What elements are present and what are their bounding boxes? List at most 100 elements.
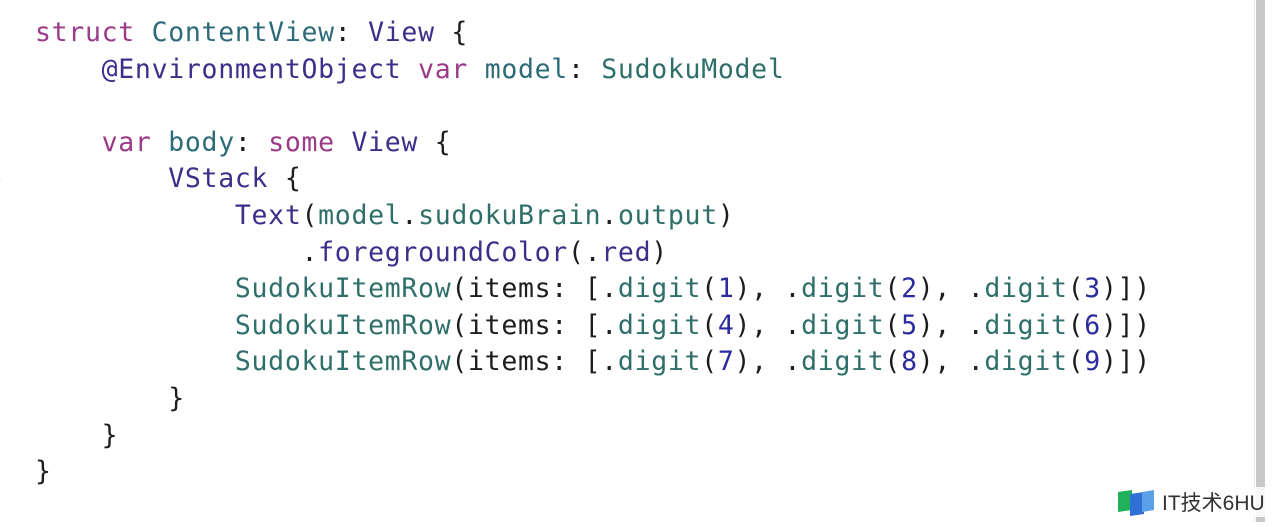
code-text: SudokuItemRow(items: [.digit(7), .digit(… [35, 344, 1151, 381]
code-token [335, 127, 352, 158]
line-number: 2 [0, 88, 8, 125]
code-token: @EnvironmentObject [101, 53, 402, 85]
code-token: 5 [901, 309, 918, 341]
code-token: (items: [. [451, 309, 618, 341]
code-token: ( [884, 309, 902, 341]
code-token: ), . [917, 309, 985, 341]
code-token [35, 346, 235, 377]
code-token: 2 [901, 273, 918, 305]
code-text: @EnvironmentObject var model: SudokuMode… [35, 52, 784, 89]
code-token: ( [1067, 273, 1085, 305]
code-text: struct ContentView: View { [35, 15, 468, 52]
code-token: : [334, 17, 369, 48]
code-token: digit [617, 309, 702, 341]
code-token: } [35, 382, 185, 414]
code-text: .foregroundColor(.red) [35, 235, 668, 272]
code-token: { [418, 126, 452, 158]
code-token: ( [1067, 309, 1085, 341]
code-token: . [401, 199, 419, 231]
code-token: body [168, 126, 235, 158]
line-number: 4 [0, 161, 8, 198]
code-token: )]) [1100, 273, 1151, 305]
code-token: digit [801, 346, 885, 378]
code-token: )]) [1100, 309, 1151, 341]
code-token: : [567, 53, 602, 85]
code-token [401, 54, 418, 85]
code-token: ( [701, 273, 718, 305]
code-token: : [234, 126, 269, 158]
code-token: )]) [1100, 346, 1151, 378]
code-token: . [301, 236, 319, 268]
scrollbar-track [1254, 0, 1255, 522]
code-text: } [35, 418, 118, 455]
line-number: 3 [0, 125, 8, 162]
code-token: digit [801, 309, 885, 341]
code-token: Text [234, 199, 302, 231]
code-token [152, 127, 169, 158]
code-token: ( [884, 346, 902, 378]
code-token: digit [984, 273, 1068, 305]
code-token: ( [1067, 346, 1085, 378]
line-number: 9 [0, 344, 8, 381]
code-token: red [601, 236, 652, 268]
code-token: digit [984, 309, 1068, 341]
code-text: Text(model.sudokuBrain.output) [35, 198, 735, 235]
code-token: } [35, 456, 52, 488]
code-token [35, 163, 168, 194]
code-token: digit [617, 346, 702, 378]
code-token [35, 273, 235, 304]
code-token: sudokuBrain [418, 199, 602, 231]
code-text: } [35, 381, 185, 418]
code-token [35, 310, 235, 341]
code-token: 9 [1084, 346, 1101, 378]
line-number: 0 [0, 381, 8, 418]
code-token: SudokuItemRow [234, 309, 452, 341]
line-number: 5 [0, 198, 8, 235]
code-token [468, 54, 485, 85]
code-token: ContentView [151, 17, 335, 48]
code-token: VStack [168, 163, 269, 195]
watermark: IT技术6HU [1118, 487, 1265, 517]
code-token: digit [984, 346, 1068, 378]
code-token: (items: [. [451, 346, 618, 378]
code-text: SudokuItemRow(items: [.digit(1), .digit(… [35, 271, 1151, 308]
line-number: 0 [0, 15, 8, 52]
line-number: 7 [0, 271, 8, 308]
code-token: ( [701, 309, 718, 341]
code-token: 3 [1084, 273, 1101, 305]
code-token: ), . [734, 273, 802, 305]
code-token: { [434, 17, 469, 48]
code-token: SudokuItemRow [234, 346, 452, 378]
code-token: var [101, 126, 152, 158]
code-token: SudokuItemRow [234, 273, 452, 305]
line-number: 6 [0, 235, 8, 272]
code-token: ), . [734, 309, 802, 341]
code-token: ( [301, 199, 319, 231]
code-token: (. [567, 236, 602, 268]
code-token [35, 200, 235, 231]
code-token: View [351, 126, 419, 158]
code-token: } [35, 419, 119, 451]
code-token: ) [651, 236, 668, 268]
line-number: 8 [0, 308, 8, 345]
code-token: digit [801, 273, 885, 305]
code-token: struct [35, 17, 152, 48]
code-token: model [318, 199, 402, 231]
code-token: ( [701, 346, 718, 378]
vertical-scrollbar[interactable] [1256, 0, 1265, 522]
code-token: output [617, 199, 718, 231]
code-token: (items: [. [451, 273, 618, 305]
watermark-logo-icon [1118, 488, 1158, 516]
code-text: SudokuItemRow(items: [.digit(4), .digit(… [35, 308, 1151, 345]
code-token: 1 [717, 273, 735, 305]
code-token: 8 [901, 346, 918, 378]
code-token: ), . [917, 273, 985, 305]
code-text: VStack { [35, 161, 302, 198]
code-token: 7 [717, 346, 735, 378]
code-token: ), . [734, 346, 802, 378]
code-token: SudokuModel [601, 53, 785, 85]
code-token: foregroundColor [318, 236, 568, 268]
code-token: ), . [917, 346, 985, 378]
code-token: ) [717, 199, 735, 231]
code-token [35, 54, 102, 85]
